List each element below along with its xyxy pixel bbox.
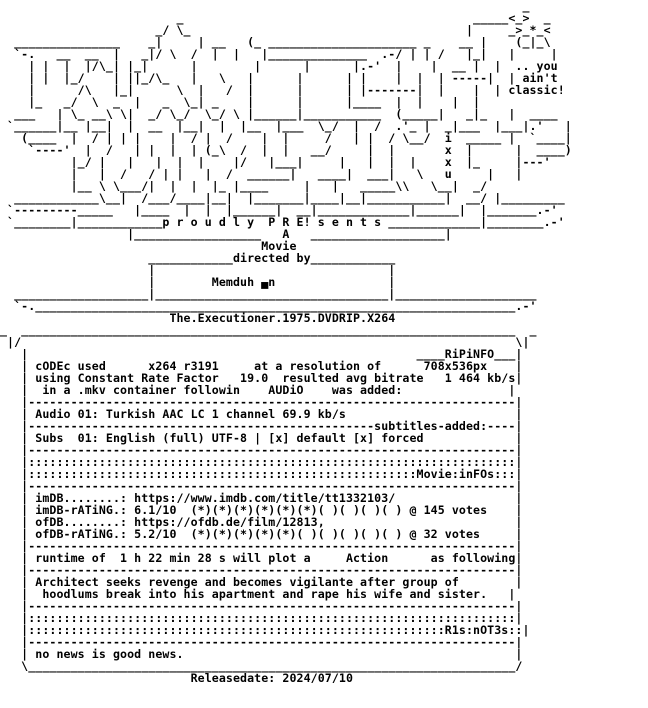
nfo-line: | cODEc used x264 r3191 at a resolution … bbox=[0, 359, 523, 373]
nfo-line: |---------------------------------------… bbox=[0, 443, 523, 457]
nfo-line: |_/ | | | | | |/ |___| | | | | x |_ |---… bbox=[0, 155, 551, 169]
nfo-line: | in a .mkv container followin AUDiO was… bbox=[0, 383, 516, 397]
nfo-line: |_ _/ \ _ | _ \_| _ | | |____ | | | | bbox=[0, 95, 481, 109]
nfo-line: | using Constant Rate Factor 19.0 result… bbox=[0, 371, 523, 385]
nfo-line: `----' | / | | | | (_\ / | | __/ | | x |… bbox=[0, 143, 572, 157]
nfo-line: |---------------------------------------… bbox=[0, 563, 523, 577]
nfo-line: | hoodlums break into his apartment and … bbox=[0, 587, 516, 601]
nfo-line: |---------------------------------------… bbox=[0, 419, 523, 433]
nfo-line: _/ \_ | _>_*_< bbox=[0, 23, 551, 37]
nfo-line: ____________\__| /___/____|__| |_______|… bbox=[0, 191, 565, 205]
nfo-line: `---------_____ |____ | | |______| __|__… bbox=[0, 203, 558, 217]
nfo-line: |---------------------------------------… bbox=[0, 635, 523, 649]
nfo-line: `________|____________p r o u d l y P R … bbox=[0, 215, 565, 229]
nfo-line: |---------------------------------------… bbox=[0, 599, 523, 613]
nfo-line: |/ \| bbox=[0, 335, 530, 349]
nfo-line: |__ \ \___/| | | |_ |____ | | _____\\ \_… bbox=[0, 179, 488, 193]
nfo-line: | Subs 01: English (full) UTF-8 | [x] de… bbox=[0, 431, 523, 445]
nfo-line: | | bbox=[0, 263, 396, 277]
nfo-line: ___ | \_ __\ \| _/ \_/ \_/ \ |______|___… bbox=[0, 107, 558, 121]
nfo-line: | imDB-rATiNG.: 6.1/10 (*)(*)(*)(*)(*)(*… bbox=[0, 503, 523, 517]
nfo-line: |---------------------------------------… bbox=[0, 395, 523, 409]
nfo-line: \_______________________________________… bbox=[0, 659, 523, 673]
nfo-line: ____________directed by____________ bbox=[0, 251, 396, 265]
nfo-line: |__________________ A __________________… bbox=[0, 227, 452, 241]
nfo-line: `______|__ |__| | __ |__| | |__ |___ \_/… bbox=[0, 119, 572, 133]
nfo-line: _______________ _| | __ (_ _____________… bbox=[0, 35, 551, 49]
nfo-line: |:::::::::::::::::::::::::::::::::::::::… bbox=[0, 623, 530, 637]
nfo-line: ___________________|____________________… bbox=[0, 287, 537, 301]
nfo-line: Movie bbox=[0, 239, 297, 253]
nfo-line: | ofDB........: https://ofdb.de/film/128… bbox=[0, 515, 523, 529]
nfo-line: | no news is good news. | bbox=[0, 647, 523, 661]
nfo-text-viewer: _ _ _____<_> _ _/ \_ | _>_*_< __________… bbox=[0, 0, 572, 685]
nfo-line: `-._____________________________________… bbox=[0, 299, 537, 313]
nfo-line: _ _____<_> _ bbox=[0, 11, 551, 25]
nfo-line: (____ | / | | | | / | / | | / | | / \__/… bbox=[0, 131, 572, 145]
nfo-line: `-. __ __ | _|/ \ / | | |______________ … bbox=[0, 47, 558, 61]
nfo-line: _ ______________________________________… bbox=[0, 323, 537, 337]
nfo-line: |:::::::::::::::::::::::::::::::::::::::… bbox=[0, 455, 523, 469]
nfo-line: |:::::::::::::::::::::::::::::::::::::::… bbox=[0, 611, 523, 625]
nfo-line: The.Executioner.1975.DVDRIP.X264 bbox=[0, 311, 396, 325]
nfo-line: | | / / | | | / ______| ____| ___| \ u |… bbox=[0, 167, 523, 181]
nfo-line: | Architect seeks revenge and becomes vi… bbox=[0, 575, 523, 589]
nfo-line: |---------------------------------------… bbox=[0, 539, 523, 553]
nfo-line: |:::::::::::::::::::::::::::::::::::::::… bbox=[0, 467, 523, 481]
nfo-line: | ____RiPiNFO___| bbox=[0, 347, 523, 361]
nfo-line: | | |_/ | ||_/\_ | \ | | | | | | | -----… bbox=[0, 71, 558, 85]
nfo-line: | Audio 01: Turkish AAC LC 1 channel 69.… bbox=[0, 407, 523, 421]
nfo-line: | ofDB-rATiNG.: 5.2/10 (*)(*)(*)(*)(*)( … bbox=[0, 527, 523, 541]
nfo-line: | Memduh ▄n | bbox=[0, 275, 396, 289]
nfo-line: |---------------------------------------… bbox=[0, 479, 523, 493]
nfo-line: | /\ |_| \ | / | | | |-------| | | | cla… bbox=[0, 83, 565, 97]
nfo-line: | imDB........: https://www.imdb.com/tit… bbox=[0, 491, 523, 505]
nfo-line: | runtime of 1 h 22 min 28 s will plot a… bbox=[0, 551, 523, 565]
nfo-line: _ bbox=[0, 0, 551, 13]
nfo-line: | | | |/\_| |_| | | | |.-' | | __ | | ..… bbox=[0, 59, 558, 73]
nfo-line: Releasedate: 2024/07/10 bbox=[0, 671, 354, 685]
